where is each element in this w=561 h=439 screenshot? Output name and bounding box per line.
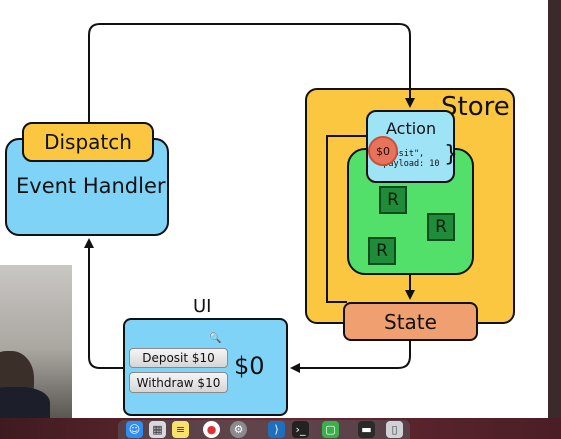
reducer-2: R — [427, 213, 455, 241]
vscode-icon[interactable]: ⟩ — [268, 421, 285, 438]
finder-icon[interactable]: ☺ — [126, 421, 143, 438]
terminal-icon[interactable]: ›_ — [292, 421, 309, 438]
reducer-3: R — [368, 237, 396, 265]
presenter-body — [0, 387, 50, 418]
state-box: State — [343, 302, 478, 341]
balance-amount: $0 — [234, 352, 265, 380]
activity-icon[interactable]: ▬ — [358, 421, 375, 438]
dispatch-to-action-arrow — [88, 23, 415, 122]
launchpad-icon[interactable]: ▦ — [149, 421, 166, 438]
action-code-line: posit", — [373, 149, 425, 159]
action-code-line: payload: 10 — [373, 159, 440, 169]
dispatch-box: Dispatch — [22, 122, 154, 162]
flow-arrows — [84, 23, 415, 373]
state-to-ui-arrow — [290, 341, 411, 373]
action-close-brace: } — [444, 142, 458, 167]
webcam-feed — [0, 265, 72, 418]
slide: Store R R R Action { } : posit", payload… — [0, 0, 548, 418]
app-icon[interactable]: ▢ — [322, 421, 339, 438]
event-handler-label: Event Handler — [16, 174, 166, 198]
zoom-cursor-icon: 🔍 — [209, 333, 222, 344]
store-loop-arrow — [326, 135, 366, 303]
reducer-1: R — [379, 186, 407, 214]
ui-to-event-handler-arrow — [84, 238, 123, 369]
dollar-coin: $0 — [368, 136, 398, 166]
window-edge — [548, 0, 561, 418]
withdraw-button[interactable]: Withdraw $10 — [129, 372, 228, 393]
trash-icon[interactable]: ▯ — [386, 421, 403, 438]
ui-title: UI — [193, 296, 212, 317]
chrome-icon[interactable]: ● — [203, 421, 220, 438]
action-title: Action — [386, 119, 437, 138]
deposit-button[interactable]: Deposit $10 — [129, 348, 228, 368]
notes-icon[interactable]: ≡ — [172, 421, 189, 438]
settings-icon[interactable]: ⚙ — [230, 421, 247, 438]
